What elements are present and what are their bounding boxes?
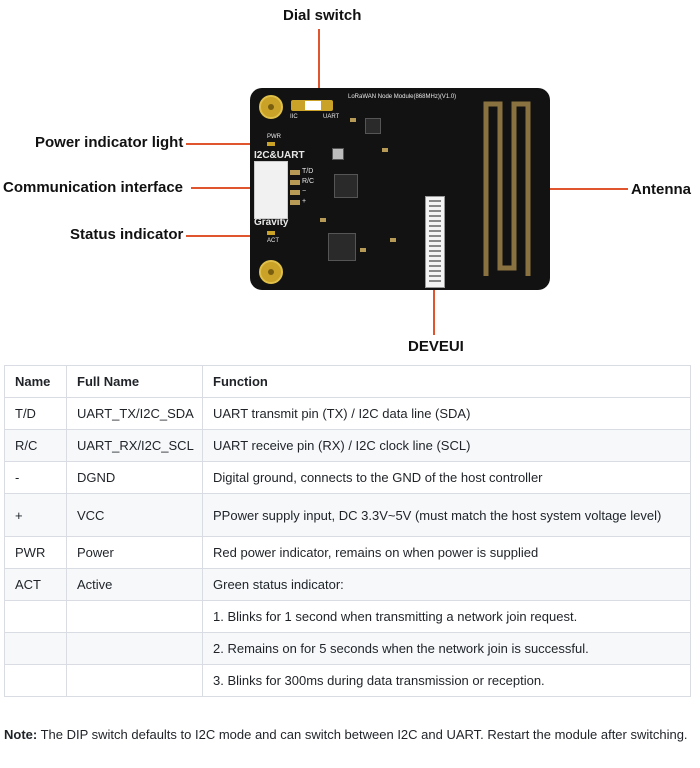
table-row: - DGND Digital ground, connects to the G… — [4, 461, 691, 494]
cell-function: PPower supply input, DC 3.3V~5V (must ma… — [202, 493, 691, 537]
table-row: 3. Blinks for 300ms during data transmis… — [4, 664, 691, 697]
table-row: T/D UART_TX/I2C_SDA UART transmit pin (T… — [4, 397, 691, 430]
table-row: 2. Remains on for 5 seconds when the net… — [4, 632, 691, 665]
cell-full-name — [66, 632, 203, 665]
gravity-connector — [254, 161, 288, 219]
pwr-label: PWR — [267, 134, 281, 140]
col-header-name: Name — [4, 365, 67, 398]
pin-pad — [290, 180, 300, 185]
table-row: PWR Power Red power indicator, remains o… — [4, 536, 691, 569]
cell-name — [4, 600, 67, 633]
deveui-label-sticker — [425, 196, 445, 288]
component-pad — [360, 248, 366, 252]
note-text: The DIP switch defaults to I2C mode and … — [37, 727, 688, 742]
cell-name: T/D — [4, 397, 67, 430]
note-label: Note: — [4, 727, 38, 742]
col-header-function: Function — [202, 365, 691, 398]
pin-label-gnd: − — [302, 188, 307, 195]
component-pad — [382, 148, 388, 152]
leader-status-indicator — [186, 235, 256, 237]
table-row: R/C UART_RX/I2C_SCL UART receive pin (RX… — [4, 429, 691, 462]
component-pad — [350, 118, 356, 122]
mount-hole-bottom — [259, 260, 283, 284]
table-row: + VCC PPower supply input, DC 3.3V~5V (m… — [4, 493, 691, 537]
leader-comm-interface — [191, 187, 259, 189]
dial-switch — [291, 100, 333, 111]
cell-name — [4, 664, 67, 697]
col-header-full-name: Full Name — [66, 365, 203, 398]
brand-label: Gravity — [254, 217, 289, 228]
act-led — [267, 231, 275, 235]
leader-antenna — [538, 188, 628, 190]
callout-status-indicator: Status indicator — [70, 226, 184, 243]
crystal — [332, 148, 344, 160]
table-row: 1. Blinks for 1 second when transmitting… — [4, 600, 691, 633]
pin-pad — [290, 190, 300, 195]
cell-full-name: Power — [66, 536, 203, 569]
mount-hole-top — [259, 95, 283, 119]
leader-dial-switch — [318, 29, 320, 101]
cell-function: Green status indicator: — [202, 568, 691, 601]
callout-deveui: DEVEUI — [408, 338, 464, 355]
pin-label-vcc: + — [302, 198, 307, 205]
component-pad — [390, 238, 396, 242]
switch-label-uart: UART — [323, 114, 340, 120]
cell-full-name: UART_RX/I2C_SCL — [66, 429, 203, 462]
cell-name — [4, 632, 67, 665]
pwr-led — [267, 142, 275, 146]
cell-name: PWR — [4, 536, 67, 569]
cell-function: 2. Remains on for 5 seconds when the net… — [202, 632, 691, 665]
cell-name: R/C — [4, 429, 67, 462]
cell-full-name — [66, 600, 203, 633]
cell-name: ACT — [4, 568, 67, 601]
table-row: ACT Active Green status indicator: — [4, 568, 691, 601]
cell-full-name: Active — [66, 568, 203, 601]
antenna-trace — [483, 101, 531, 276]
interface-label: I2C&UART — [254, 150, 305, 161]
leader-power-light — [186, 143, 264, 145]
act-label: ACT — [267, 238, 279, 244]
pin-label-td: T/D — [302, 168, 314, 175]
component-pad — [320, 218, 326, 222]
small-chip — [365, 118, 381, 134]
cell-function: Digital ground, connects to the GND of t… — [202, 461, 691, 494]
module-diagram: Dial switch Power indicator light Commun… — [0, 0, 700, 362]
cell-full-name: UART_TX/I2C_SDA — [66, 397, 203, 430]
switch-label-iic: IIC — [290, 114, 298, 120]
cell-name: + — [4, 493, 67, 537]
lora-chip — [328, 233, 356, 261]
callout-antenna: Antenna — [631, 181, 691, 198]
cell-name: - — [4, 461, 67, 494]
cell-full-name: VCC — [66, 493, 203, 537]
callout-dial-switch: Dial switch — [283, 7, 362, 24]
pin-table: Name Full Name Function T/D UART_TX/I2C_… — [4, 365, 691, 697]
module-name: LoRaWAN Node Module(868MHz)(V1.0) — [348, 94, 457, 100]
callout-power-light: Power indicator light — [35, 134, 184, 151]
pin-pad — [290, 170, 300, 175]
pin-pad — [290, 200, 300, 205]
leader-deveui — [433, 287, 435, 335]
cell-function: UART transmit pin (TX) / I2C data line (… — [202, 397, 691, 430]
pin-label-rc: R/C — [302, 178, 315, 185]
footnote: Note: The DIP switch defaults to I2C mod… — [4, 724, 690, 745]
cell-function: Red power indicator, remains on when pow… — [202, 536, 691, 569]
cell-function: UART receive pin (RX) / I2C clock line (… — [202, 429, 691, 462]
cell-function: 1. Blinks for 1 second when transmitting… — [202, 600, 691, 633]
callout-comm-interface: Communication interface — [3, 179, 184, 196]
cell-full-name: DGND — [66, 461, 203, 494]
cell-full-name — [66, 664, 203, 697]
cell-function: 3. Blinks for 300ms during data transmis… — [202, 664, 691, 697]
mcu-chip — [334, 174, 358, 198]
